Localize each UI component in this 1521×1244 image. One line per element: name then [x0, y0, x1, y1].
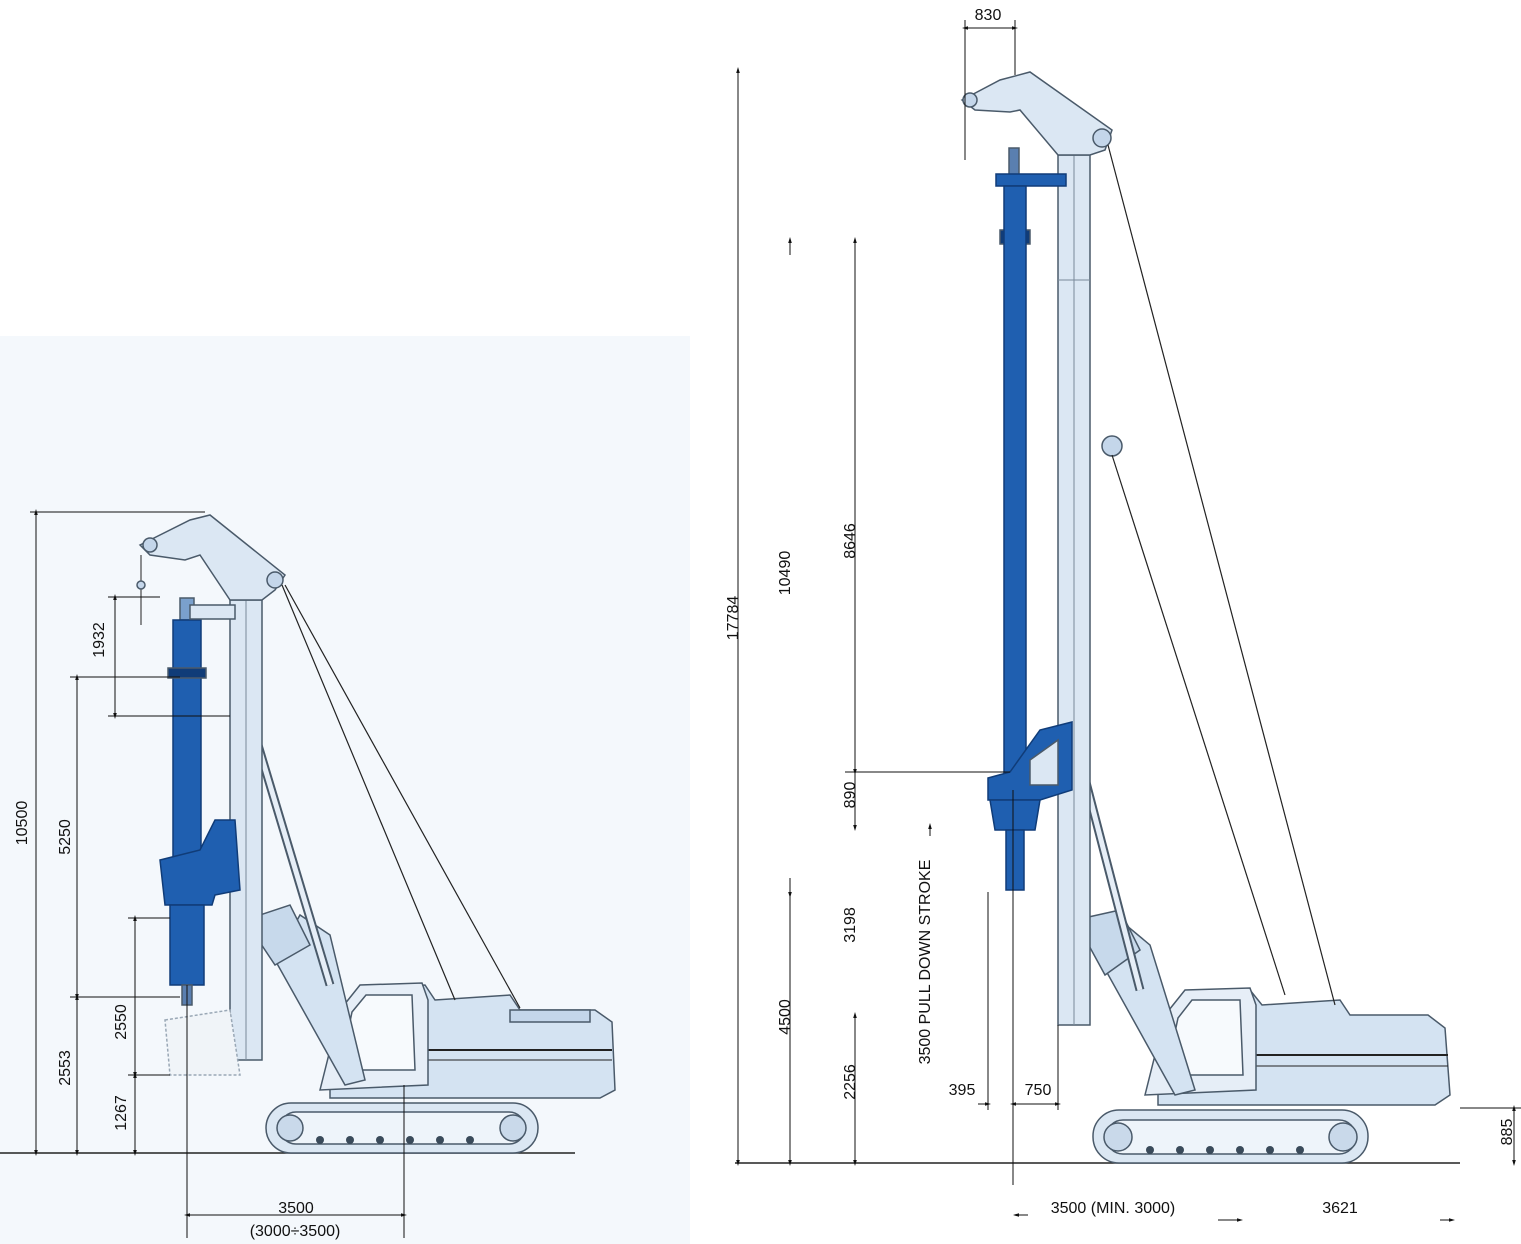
dim-right-885: 885 — [1499, 1119, 1516, 1146]
dim-right-radius: 3500 (MIN. 3000) — [1051, 1200, 1176, 1217]
left-drilling-tool — [164, 1009, 241, 1076]
left-dimension-labels: 10500 1932 5250 2550 2553 1267 3500 (300… — [14, 622, 340, 1240]
dim-right-pull-down-stroke: 3500 PULL DOWN STROKE — [917, 860, 934, 1065]
dim-right-3198: 3198 — [842, 907, 859, 943]
dim-right-8646: 8646 — [842, 523, 859, 559]
left-aux-hook — [136, 580, 146, 590]
left-sprocket-wheel — [499, 1114, 527, 1142]
left-track-rollers — [316, 1136, 474, 1144]
dim-left-radius: 3500 — [278, 1200, 314, 1217]
right-kelly-lower — [1005, 829, 1025, 891]
right-mid-pulley — [1101, 435, 1123, 457]
dim-right-2256: 2256 — [842, 1064, 859, 1100]
left-idler-wheel — [276, 1114, 304, 1142]
dim-right-tail: 3621 — [1322, 1200, 1358, 1217]
left-dimensions — [30, 509, 407, 1238]
left-main-rope — [281, 584, 456, 1001]
left-rig — [0, 514, 616, 1154]
right-aux-rope — [1111, 454, 1286, 996]
right-idler-wheel — [1103, 1122, 1133, 1152]
left-mast-head — [138, 514, 287, 601]
right-main-rope — [1107, 144, 1336, 1006]
dim-right-4500: 4500 — [777, 999, 794, 1035]
right-rig — [735, 71, 1460, 1164]
right-dimensions — [736, 20, 1521, 1222]
left-kelly-lower — [169, 904, 205, 986]
right-track-rollers — [1146, 1146, 1304, 1154]
dim-right-750: 750 — [1025, 1082, 1052, 1099]
left-kelly-guide — [189, 604, 236, 620]
dim-right-10490: 10490 — [777, 551, 794, 596]
left-aux-rope — [284, 584, 521, 1009]
right-sprocket-wheel — [1328, 1122, 1358, 1152]
right-kelly-guide — [995, 173, 1067, 187]
dim-right-890: 890 — [842, 782, 859, 809]
right-dimension-labels: 830 17784 10490 8646 890 3198 4500 2256 … — [725, 7, 1516, 1217]
dim-left-10500: 10500 — [14, 801, 31, 846]
dim-left-2553: 2553 — [57, 1050, 74, 1086]
right-kelly-bar — [1003, 185, 1027, 787]
dim-left-5250: 5250 — [57, 819, 74, 855]
right-mast-head — [960, 71, 1113, 156]
dim-left-1267: 1267 — [113, 1095, 130, 1131]
left-kelly-bar — [172, 619, 202, 861]
dim-right-830: 830 — [975, 7, 1002, 24]
dim-left-radius-range: (3000÷3500) — [250, 1223, 341, 1240]
dim-right-395: 395 — [949, 1082, 976, 1099]
dim-left-2550: 2550 — [113, 1004, 130, 1040]
dim-right-17784: 17784 — [725, 596, 742, 641]
dim-left-1932: 1932 — [91, 622, 108, 658]
